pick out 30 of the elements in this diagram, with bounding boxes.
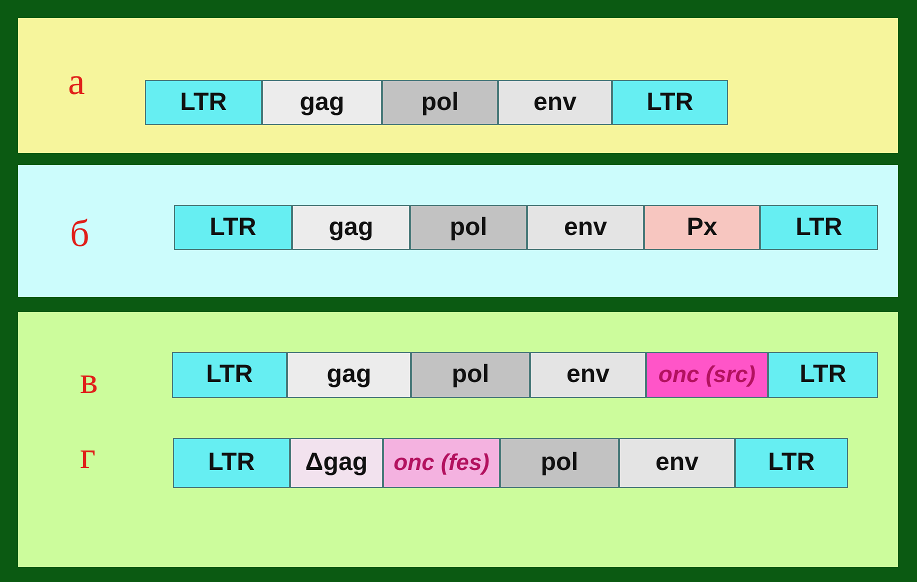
panel-background <box>18 165 898 297</box>
gene-segment: LTR <box>174 205 292 250</box>
gene-segment: onc (fes) <box>383 438 500 488</box>
gene-segment: pol <box>411 352 530 398</box>
gene-segment: pol <box>500 438 619 488</box>
panel-letter: в <box>80 362 98 400</box>
gene-segment: env <box>530 352 646 398</box>
gene-segment: pol <box>410 205 527 250</box>
gene-segment: env <box>527 205 644 250</box>
panel-background <box>18 18 898 153</box>
gene-segment: LTR <box>145 80 262 125</box>
gene-segment: onc (src) <box>646 352 768 398</box>
gene-segment: Δgag <box>290 438 383 488</box>
gene-segment: LTR <box>612 80 728 125</box>
panel-background <box>18 312 898 567</box>
gene-segment: LTR <box>172 352 287 398</box>
panel-letter: б <box>70 215 90 253</box>
gene-segment: gag <box>287 352 411 398</box>
gene-segment: LTR <box>735 438 848 488</box>
panel-letter: г <box>80 437 96 475</box>
gene-segment: gag <box>292 205 410 250</box>
gene-segment: env <box>619 438 735 488</box>
gene-segment: pol <box>382 80 498 125</box>
panel-letter: а <box>68 63 85 101</box>
gene-segment: LTR <box>768 352 878 398</box>
gene-segment: LTR <box>760 205 878 250</box>
gene-segment: LTR <box>173 438 290 488</box>
gene-segment: env <box>498 80 612 125</box>
gene-segment: gag <box>262 80 382 125</box>
gene-segment: Px <box>644 205 760 250</box>
